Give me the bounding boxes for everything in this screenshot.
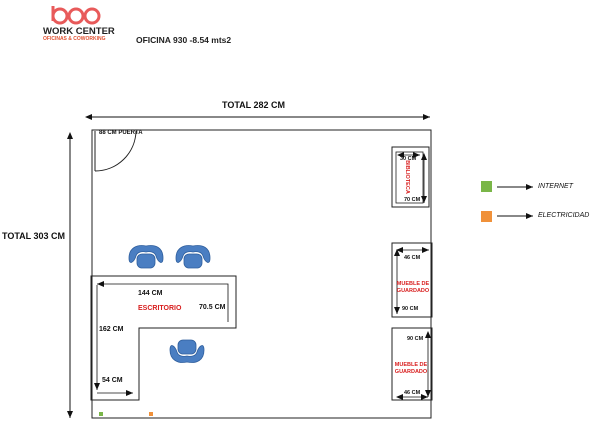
desk-outline	[90, 275, 237, 401]
brand-name: WORK CENTER	[43, 26, 115, 37]
cabinet-2-height-label: 46 CM	[404, 390, 421, 396]
brand-tagline: OFICINAS & COWORKING	[43, 36, 106, 42]
cabinet-1-height-label: 90 CM	[402, 306, 419, 312]
cabinet-1-width-label: 46 CM	[404, 255, 421, 261]
office-title: OFICINA 930 -8.54 mts2	[136, 35, 232, 45]
cabinet-1-outer	[391, 242, 433, 318]
library-width-label: 30 CM	[400, 156, 417, 162]
legend-electricity-label: ELECTRICIDAD	[538, 212, 590, 219]
chair-1	[128, 245, 164, 269]
logo-b-bowl	[51, 7, 69, 25]
desk-depth-label: 70.5 CM	[199, 304, 226, 311]
logo-o1	[67, 7, 85, 25]
cabinet-2-width-label: 90 CM	[407, 336, 424, 342]
library-outer	[391, 146, 430, 208]
legend-internet-label: INTERNET	[538, 183, 573, 190]
chair-2	[175, 245, 211, 269]
door-label: 88 CM PUERTA	[99, 130, 143, 136]
door-arc	[94, 130, 137, 172]
total-width-label: TOTAL 282 CM	[222, 100, 286, 110]
desk-side-width-label: 54 CM	[102, 377, 123, 384]
desk-side-length-label: 162 CM	[99, 326, 124, 333]
electricity-outlet	[149, 412, 153, 416]
cabinet-2-name-label: MUEBLE DE GUARDADO	[394, 362, 428, 375]
internet-outlet	[99, 412, 103, 416]
chair-3	[169, 339, 205, 363]
desk-top-arrow	[97, 281, 229, 322]
library-name-label: BIBLIOTECA	[403, 160, 410, 194]
electricity-swatch-icon	[481, 211, 492, 222]
cabinet-1-name-label: MUEBLE DE GUARDADO	[396, 281, 430, 294]
desk-top-width-label: 144 CM	[138, 290, 163, 297]
cabinet-2-outer	[391, 327, 433, 401]
library-height-label: 70 CM	[404, 197, 421, 203]
total-height-label: TOTAL 303 CM	[2, 231, 66, 241]
internet-swatch-icon	[481, 181, 492, 192]
brand-logo	[51, 6, 101, 25]
room-outline	[91, 129, 432, 419]
logo-o2	[83, 7, 101, 25]
desk-name-label: ESCRITORIO	[138, 305, 182, 312]
